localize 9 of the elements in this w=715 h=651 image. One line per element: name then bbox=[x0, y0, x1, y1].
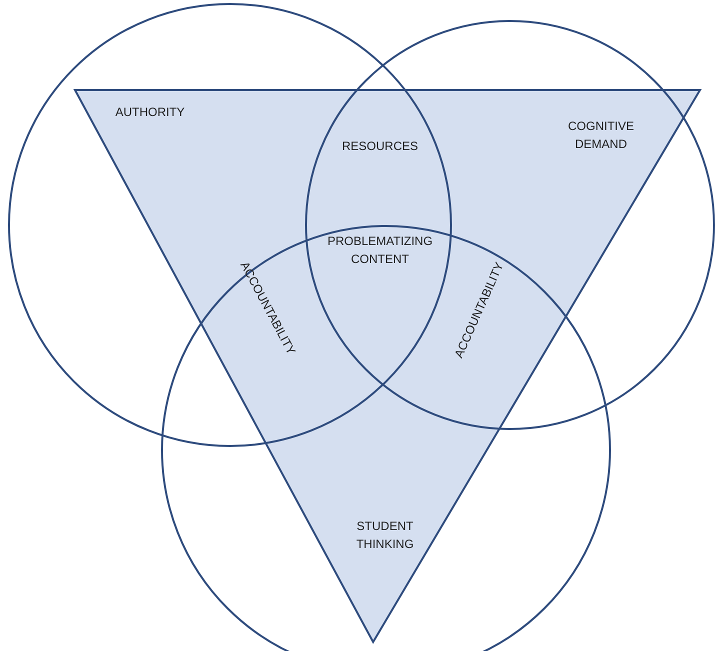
region-label: STUDENT THINKING bbox=[355, 518, 415, 553]
circle-region bbox=[161, 225, 611, 651]
circle-region bbox=[305, 20, 715, 430]
circle-region bbox=[8, 3, 452, 447]
region-label: COGNITIVE DEMAND bbox=[566, 118, 635, 153]
overlap-label: PROBLEMATIZING CONTENT bbox=[326, 233, 434, 268]
region-label: AUTHORITY bbox=[114, 104, 186, 121]
overlap-label: RESOURCES bbox=[340, 138, 419, 155]
triangle-region bbox=[75, 90, 700, 642]
